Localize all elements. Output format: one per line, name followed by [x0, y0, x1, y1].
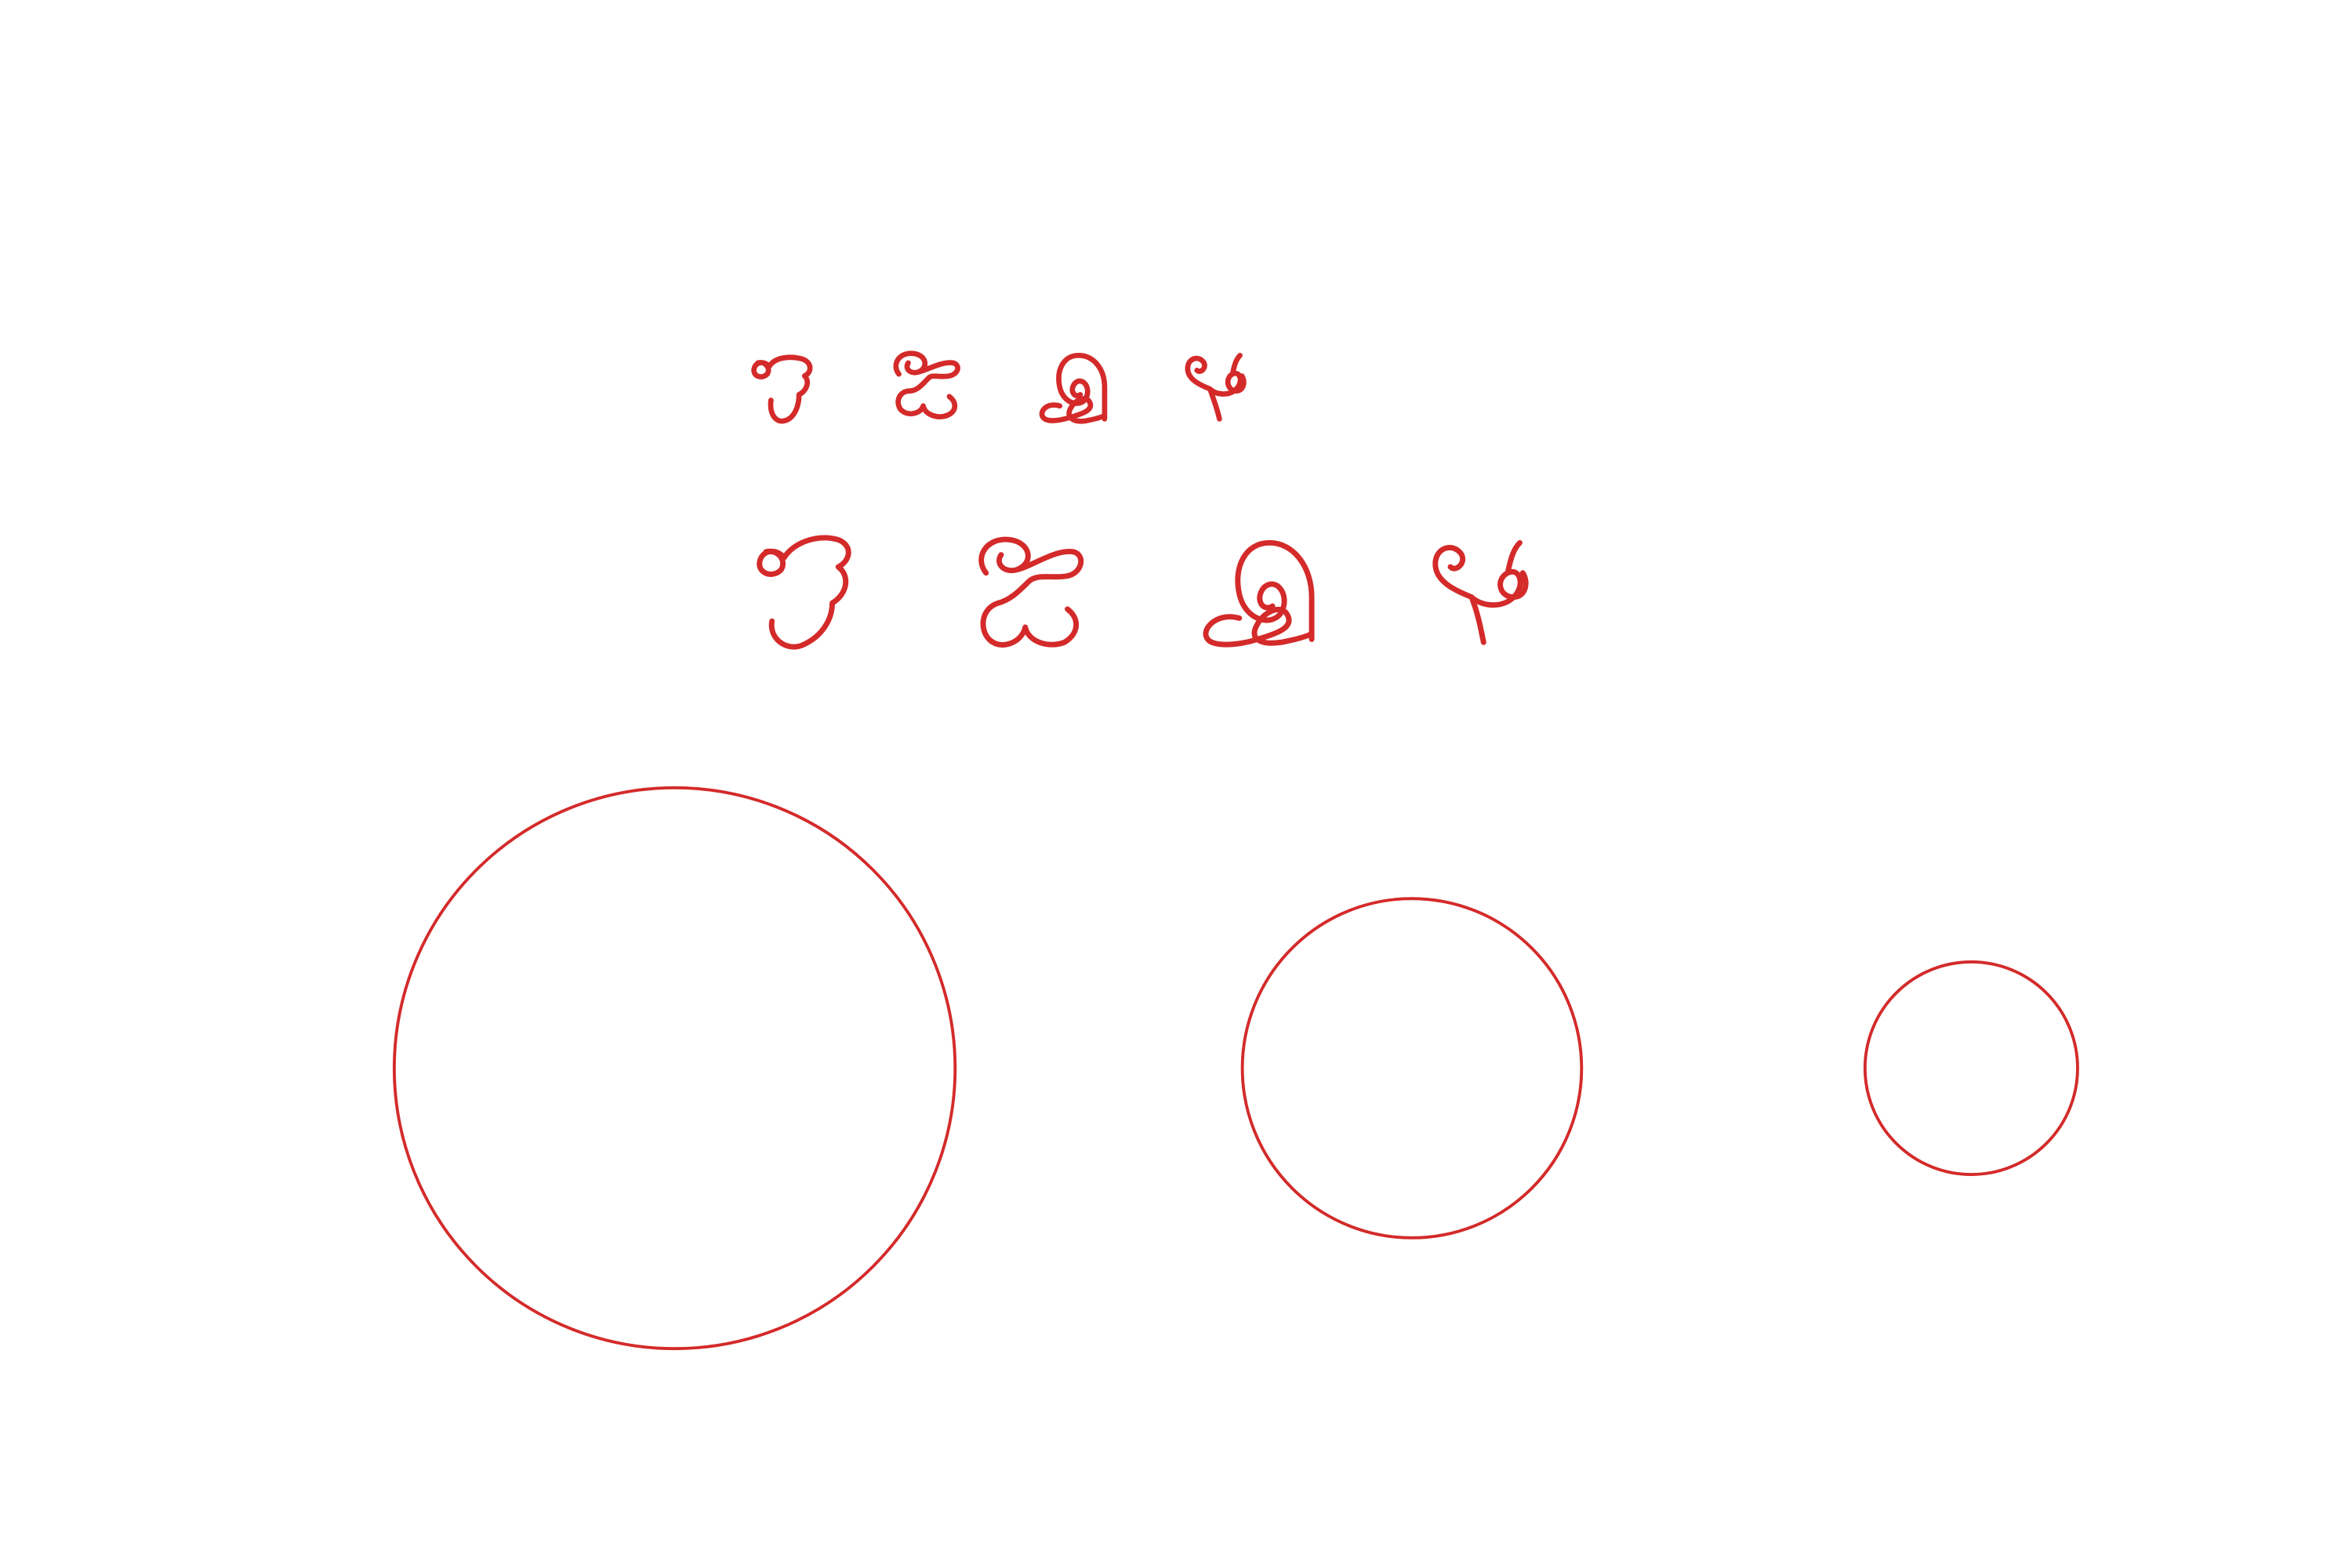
glyph-row-small [751, 350, 1247, 424]
curl-glyph [757, 535, 851, 650]
circle-large [392, 786, 957, 1351]
circle-small [1863, 960, 2079, 1176]
curl-glyph [751, 354, 813, 424]
loop-sprout-glyph [1432, 539, 1529, 645]
loop-sprout-glyph [1185, 352, 1247, 422]
double-loop-glyph [978, 536, 1084, 648]
circle-medium [1240, 897, 1584, 1240]
double-loop-glyph [893, 350, 960, 419]
knot-glyph [1039, 352, 1108, 424]
glyph-row-large [757, 535, 1529, 650]
knot-glyph [1203, 539, 1315, 648]
